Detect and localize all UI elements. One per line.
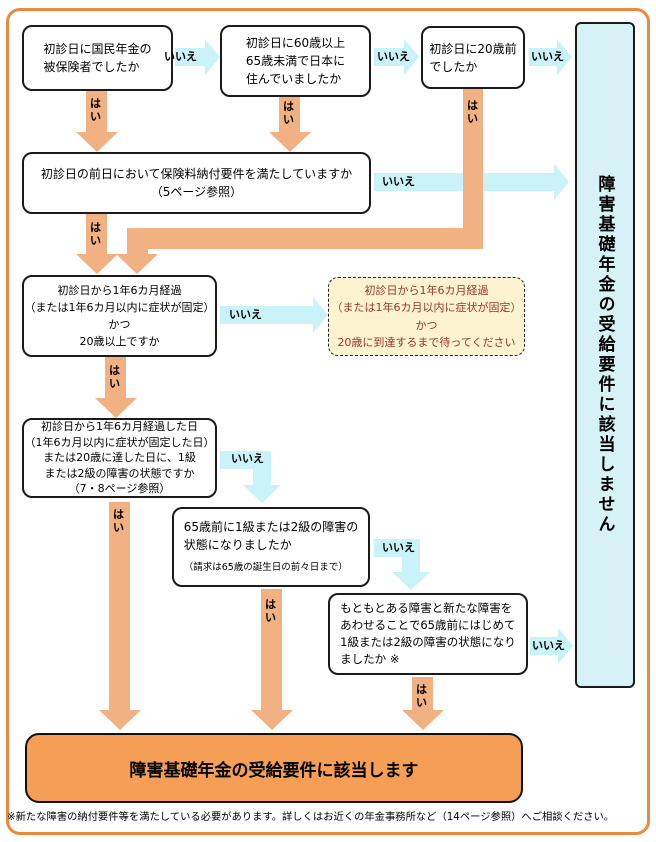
label-yes-q7: は い	[265, 598, 276, 624]
label-yes-q2: は い	[283, 100, 294, 126]
label-no-q3: いいえ	[531, 50, 564, 63]
flow-box-q8-text: もともとある障害と新たな障害を あわせることで65歳前にはじめて 1級または2級…	[340, 600, 516, 667]
arrow-yes-q8-shaft	[412, 677, 433, 710]
flow-box-q7-note: （請求は65歳の誕生日の前々日まで）	[183, 562, 348, 574]
flow-box-q2-age60-65: 初診日に60歳以上 65歳未満で日本に 住んでいましたか	[220, 25, 371, 97]
flow-box-q7-inner: 65歳前に1級または2級の障害の 状態になりましたか （請求は65歳の誕生日の前々…	[184, 518, 359, 575]
arrow-no-q6-vshaft	[253, 451, 271, 485]
flow-box-q1-text: 初診日に国民年金の 被保険者でしたか	[43, 42, 152, 74]
arrow-yes-q2-shaft	[279, 97, 300, 132]
flow-box-q6-text: 初診日から1年6カ月経過した日 （1年6カ月以内に症状が固定した日） または20…	[24, 419, 215, 496]
flow-box-q3-text: 初診日に20歳前 でしたか	[429, 41, 517, 74]
flow-box-q7-text: 65歳前に1級または2級の障害の 状態になりましたか	[183, 520, 359, 553]
arrow-no-q1-q2-shaft	[175, 48, 205, 66]
not-eligible-bar: 障害基礎年金の受給要件に該当しません	[575, 22, 635, 688]
arrow-yes-q5-head	[95, 398, 137, 418]
arrow-yes-q8-head	[402, 710, 444, 730]
label-yes-q6: は い	[113, 508, 124, 534]
arrow-no-q3-bar-head	[557, 39, 572, 75]
flow-box-q5-18months-age20: 初診日から1年6カ月経過 （または1年6カ月以内に症状が固定） かつ 20歳以上…	[22, 275, 217, 357]
arrow-yes-q3-down-head	[116, 254, 158, 274]
label-no-q8: いいえ	[532, 639, 565, 652]
arrow-no-q1-q2-head	[205, 39, 220, 75]
label-yes-q3: は い	[467, 99, 478, 125]
flow-box-q1-kokumin-nenkin: 初診日に国民年金の 被保険者でしたか	[22, 25, 173, 91]
arrow-no-q5-wait-shaft	[220, 306, 313, 324]
arrow-no-q4-bar-head	[554, 164, 569, 200]
flow-box-q5-text: 初診日から1年6カ月経過 （または1年6カ月以内に症状が固定） かつ 20歳以上…	[24, 283, 215, 349]
arrow-no-q6-head	[243, 485, 281, 503]
arrow-no-q7-head	[392, 572, 430, 590]
label-no-q5: いいえ	[229, 308, 262, 321]
arrow-yes-q6-head	[99, 710, 141, 730]
flow-box-q7-before-65: 65歳前に1級または2級の障害の 状態になりましたか （請求は65歳の誕生日の前々…	[172, 507, 370, 587]
flow-box-q4-text: 初診日の前日において保険料納付要件を満たしていますか （5ページ参照）	[40, 167, 353, 199]
arrow-no-q8-bar-shaft	[530, 637, 558, 655]
arrow-yes-q1-head	[76, 132, 118, 152]
flow-box-q3-under20: 初診日に20歳前 でしたか	[421, 26, 525, 89]
flow-box-q4-hokenryo-nofu: 初診日の前日において保険料納付要件を満たしていますか （5ページ参照）	[22, 152, 371, 214]
flow-box-wait-until-20: 初診日から1年6カ月経過 （または1年6カ月以内に症状が固定） かつ 20歳に到…	[328, 277, 525, 356]
arrow-yes-q7-shaft	[261, 589, 282, 710]
flow-box-wait-text: 初診日から1年6カ月経過 （または1年6カ月以内に症状が固定） かつ 20歳に到…	[331, 284, 522, 349]
arrow-yes-q3-vertical-strip	[463, 89, 483, 249]
arrow-no-q7-vshaft	[402, 539, 420, 572]
label-no-q4: いいえ	[382, 175, 415, 188]
flow-box-q6-grade-at-date: 初診日から1年6カ月経過した日 （1年6カ月以内に症状が固定した日） または20…	[22, 418, 217, 498]
footnote: ※新たな障害の納付要件等を満たしている必要があります。詳しくはお近くの年金事務所…	[7, 811, 615, 823]
flow-box-q2-text: 初診日に60歳以上 65歳未満で日本に 住んでいましたか	[245, 36, 346, 86]
arrow-yes-q2-head	[269, 132, 311, 152]
eligible-result-text: 障害基礎年金の受給要件に該当します	[129, 760, 419, 781]
arrow-yes-q3-down-shaft	[127, 249, 148, 254]
arrow-yes-q5-shaft	[105, 357, 126, 398]
label-no-q7: いいえ	[382, 541, 415, 554]
eligible-result-box: 障害基礎年金の受給要件に該当します	[25, 733, 523, 803]
label-yes-q8: は い	[416, 683, 427, 709]
outer-frame	[6, 8, 650, 835]
flow-box-q8-combined-disability: もともとある障害と新たな障害を あわせることで65歳前にはじめて 1級または2級…	[328, 593, 528, 675]
label-no-q2: いいえ	[377, 50, 410, 63]
arrow-no-q3-bar-shaft	[529, 48, 557, 66]
label-no-q6: いいえ	[231, 452, 264, 465]
not-eligible-text: 障害基礎年金の受給要件に該当しません	[594, 175, 615, 535]
arrow-yes-q7-head	[251, 710, 293, 730]
label-yes-q1: は い	[90, 97, 101, 123]
label-yes-q4: は い	[90, 221, 101, 247]
arrow-yes-q4-shaft	[86, 214, 107, 254]
arrow-yes-q3-horizontal-strip	[127, 228, 483, 249]
label-yes-q5: は い	[109, 364, 120, 390]
arrow-no-q5-wait-head	[313, 297, 328, 333]
arrow-no-q8-bar-head	[558, 628, 573, 664]
arrow-yes-q4-head	[76, 254, 118, 274]
arrow-yes-q6-shaft	[109, 502, 130, 710]
arrow-no-q2-q3-shaft	[374, 48, 404, 66]
label-no-q1: いいえ	[164, 50, 197, 63]
arrow-yes-q1-shaft	[86, 91, 107, 132]
arrow-no-q2-q3-head	[404, 39, 419, 75]
